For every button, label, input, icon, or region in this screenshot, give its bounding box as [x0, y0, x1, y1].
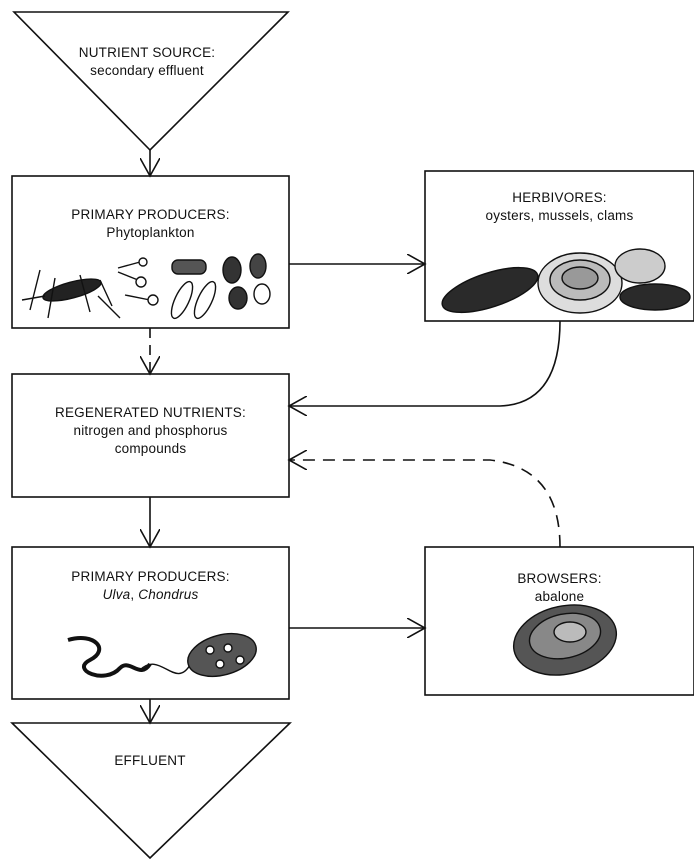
primary-producers-phytoplankton-box	[11, 175, 290, 329]
effluent-label: EFFLUENT	[80, 752, 220, 770]
genus-separator: ,	[130, 587, 139, 602]
nutrient-source-subtitle: secondary effluent	[90, 63, 204, 78]
herbivores-subtitle: oysters, mussels, clams	[485, 208, 634, 223]
primary-producers-phytoplankton-title: PRIMARY PRODUCERS:	[71, 207, 230, 222]
browsers-title: BROWSERS:	[517, 571, 602, 586]
nutrient-source-title: NUTRIENT SOURCE:	[78, 45, 216, 60]
regenerated-nutrients-line3: compounds	[114, 441, 187, 456]
primary-producers-algae-box	[11, 546, 290, 700]
herbivores-title: HERBIVORES:	[512, 190, 607, 205]
dashed-arrow-browsers-to-nutrients	[289, 460, 561, 548]
regenerated-nutrients-box	[11, 373, 290, 498]
regenerated-nutrients-label: REGENERATED NUTRIENTS: nitrogen and phos…	[12, 404, 289, 458]
browsers-subtitle: abalone	[534, 589, 585, 604]
primary-producers-algae-title: PRIMARY PRODUCERS:	[71, 569, 230, 584]
primary-producers-phytoplankton-subtitle: Phytoplankton	[106, 225, 195, 240]
algae-illustration	[67, 632, 257, 678]
primary-producers-algae-label: PRIMARY PRODUCERS: Ulva, Chondrus	[12, 568, 289, 604]
nutrient-source-triangle	[12, 11, 290, 152]
primary-producers-phytoplankton-label: PRIMARY PRODUCERS: Phytoplankton	[12, 206, 289, 242]
shellfish-illustration	[441, 248, 691, 314]
genus-chondrus: Chondrus	[138, 587, 199, 602]
browsers-label: BROWSERS: abalone	[425, 570, 694, 606]
primary-producers-algae-subtitle: Ulva, Chondrus	[12, 586, 289, 604]
nutrient-source-label: NUTRIENT SOURCE: secondary effluent	[40, 44, 254, 80]
effluent-title: EFFLUENT	[114, 753, 186, 768]
herbivores-label: HERBIVORES: oysters, mussels, clams	[425, 189, 694, 225]
phytoplankton-illustration	[21, 253, 271, 320]
abalone-illustration	[512, 604, 618, 676]
regenerated-nutrients-line2: nitrogen and phosphorus	[73, 423, 228, 438]
effluent-triangle	[10, 722, 292, 860]
arrow-herbivores-to-nutrients	[289, 320, 561, 406]
regenerated-nutrients-title: REGENERATED NUTRIENTS:	[55, 405, 246, 420]
genus-ulva: Ulva	[102, 587, 131, 602]
